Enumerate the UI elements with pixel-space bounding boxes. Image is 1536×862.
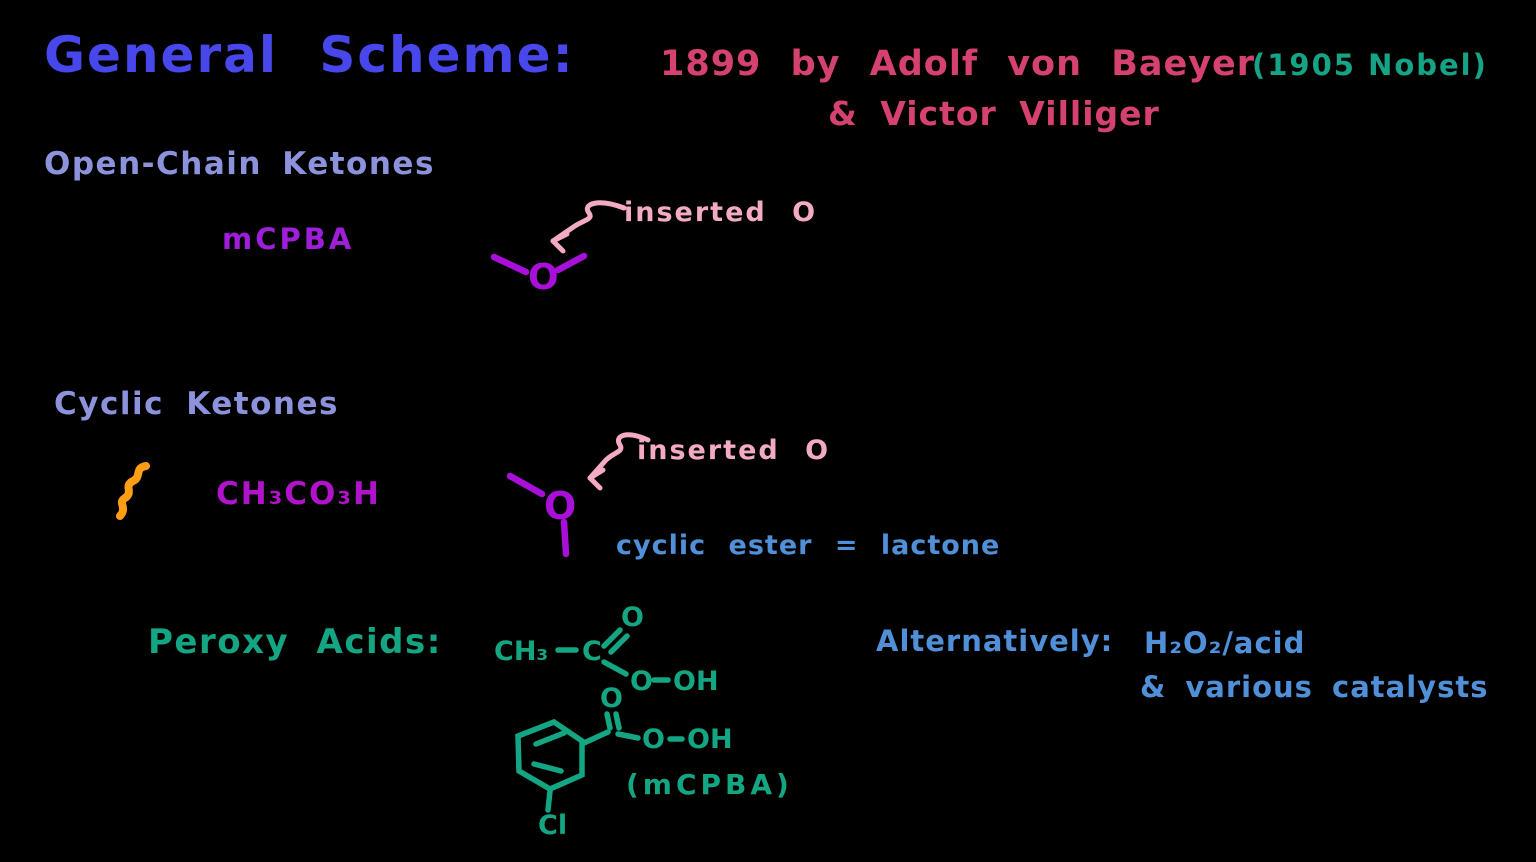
nobel-note: (1905 Nobel)	[1252, 48, 1488, 82]
peracetic-bond-lines	[555, 627, 671, 683]
hydroxyl-group-label: OH	[687, 724, 733, 755]
note-cyclic-ester-lactone: cyclic ester = lactone	[616, 530, 1001, 561]
carbonyl-oxygen-label: O	[600, 683, 623, 714]
reagent-mcpba-label: mCPBA	[222, 222, 355, 256]
lactone-bond-lines	[506, 472, 570, 558]
inserted-o-arrow-cyclic	[587, 432, 651, 491]
mcpba-bond-lines	[515, 711, 685, 813]
carbon-atom-label: C	[582, 636, 602, 667]
section-label-peroxy-acids: Peroxy Acids:	[148, 622, 442, 662]
reagent-peracetic-acid-label: CH₃CO₃H	[216, 476, 381, 512]
annotation-inserted-o-cyclic: inserted O	[637, 435, 831, 466]
chlorine-atom-label: Cl	[538, 810, 567, 841]
peroxide-oxygen-label: O	[630, 666, 653, 697]
peroxide-oxygen-label: O	[642, 724, 665, 755]
section-label-open-chain-ketones: Open-Chain Ketones	[44, 146, 435, 182]
credit-line-authors: 1899 by Adolf von Baeyer	[660, 44, 1256, 84]
oxygen-atom-label: O	[544, 484, 576, 528]
oxygen-atom-label: O	[528, 257, 559, 298]
alternative-intro-label: Alternatively:	[876, 624, 1114, 658]
methyl-group-label: CH₃	[494, 636, 548, 667]
hydroxyl-group-label: OH	[673, 666, 719, 697]
ester-bond-lines	[490, 252, 588, 276]
ring-squiggle-mark	[116, 462, 150, 520]
lactone-structure: O	[506, 472, 576, 558]
open-chain-ester-structure: O	[490, 252, 588, 298]
credit-line-villiger: & Victor Villiger	[828, 94, 1160, 133]
mcpba-structure-caption: (mCPBA)	[626, 768, 793, 801]
alternative-reagent-label: H₂O₂/acid	[1144, 626, 1306, 660]
benzene-ring	[515, 718, 585, 793]
mcpba-structure: O O OH Cl	[515, 683, 733, 841]
carbonyl-oxygen-label: O	[621, 602, 644, 633]
section-label-cyclic-ketones: Cyclic Ketones	[54, 386, 339, 422]
peracetic-acid-structure: CH₃ C O O OH	[494, 602, 719, 697]
inserted-o-arrow-open-chain	[550, 200, 627, 254]
annotation-inserted-o-open-chain: inserted O	[624, 197, 818, 228]
alternative-catalysts-label: & various catalysts	[1140, 670, 1489, 704]
page-title: General Scheme:	[44, 26, 575, 84]
